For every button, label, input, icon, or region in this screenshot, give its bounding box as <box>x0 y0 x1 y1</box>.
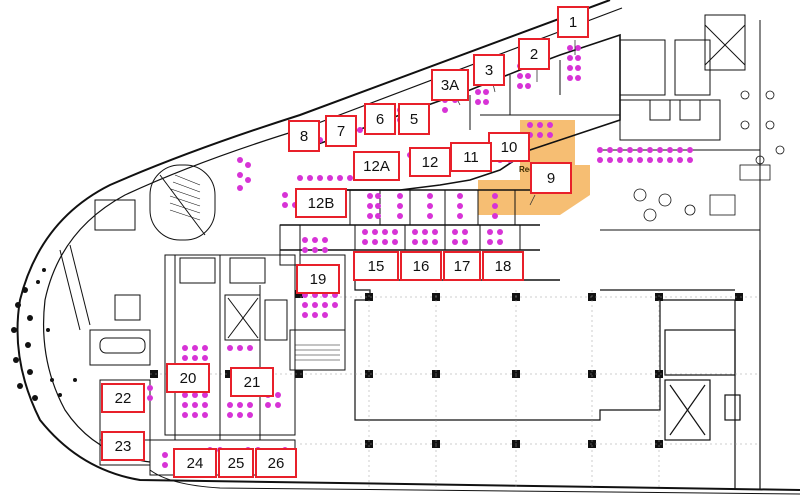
room-label-25[interactable]: 25 <box>218 448 254 478</box>
room-label-18[interactable]: 18 <box>482 251 524 281</box>
north-wing-wall <box>299 33 621 191</box>
room-label-10[interactable]: 10 <box>488 132 530 162</box>
pointer-arrows <box>454 40 576 206</box>
room-label-1[interactable]: 1 <box>557 6 589 38</box>
planting-dots <box>11 268 77 401</box>
room-label-21[interactable]: 21 <box>230 367 274 397</box>
room-label-6[interactable]: 6 <box>364 103 396 135</box>
room-label-5[interactable]: 5 <box>398 103 430 135</box>
room-label-20[interactable]: 20 <box>166 363 210 393</box>
room-label-12[interactable]: 12 <box>409 147 451 177</box>
room-label-12a[interactable]: 12A <box>353 151 400 181</box>
partitions-north <box>349 60 620 250</box>
room-label-3a[interactable]: 3A <box>431 69 469 101</box>
inner-wall-curve <box>42 7 623 463</box>
east-lounge-furniture <box>633 90 785 222</box>
stair-treads <box>169 174 340 361</box>
room-label-19[interactable]: 19 <box>296 264 340 294</box>
open-floor-outline <box>354 250 761 490</box>
room-label-7[interactable]: 7 <box>325 115 357 147</box>
room-label-15[interactable]: 15 <box>353 251 399 281</box>
room-label-2[interactable]: 2 <box>518 38 550 70</box>
room-label-22[interactable]: 22 <box>101 383 145 413</box>
room-label-12b[interactable]: 12B <box>295 188 347 218</box>
room-label-8[interactable]: 8 <box>288 120 320 152</box>
room-label-9[interactable]: 9 <box>530 162 572 194</box>
room-label-17[interactable]: 17 <box>443 251 481 281</box>
core-north-east <box>600 14 761 250</box>
room-label-16[interactable]: 16 <box>400 251 442 281</box>
outer-wall-curve-2 <box>149 469 800 495</box>
west-wing <box>59 164 346 476</box>
room-label-24[interactable]: 24 <box>173 448 217 478</box>
room-label-26[interactable]: 26 <box>255 448 297 478</box>
room-label-23[interactable]: 23 <box>101 431 145 461</box>
room-label-3[interactable]: 3 <box>473 54 505 86</box>
room-label-11[interactable]: 11 <box>450 142 492 172</box>
